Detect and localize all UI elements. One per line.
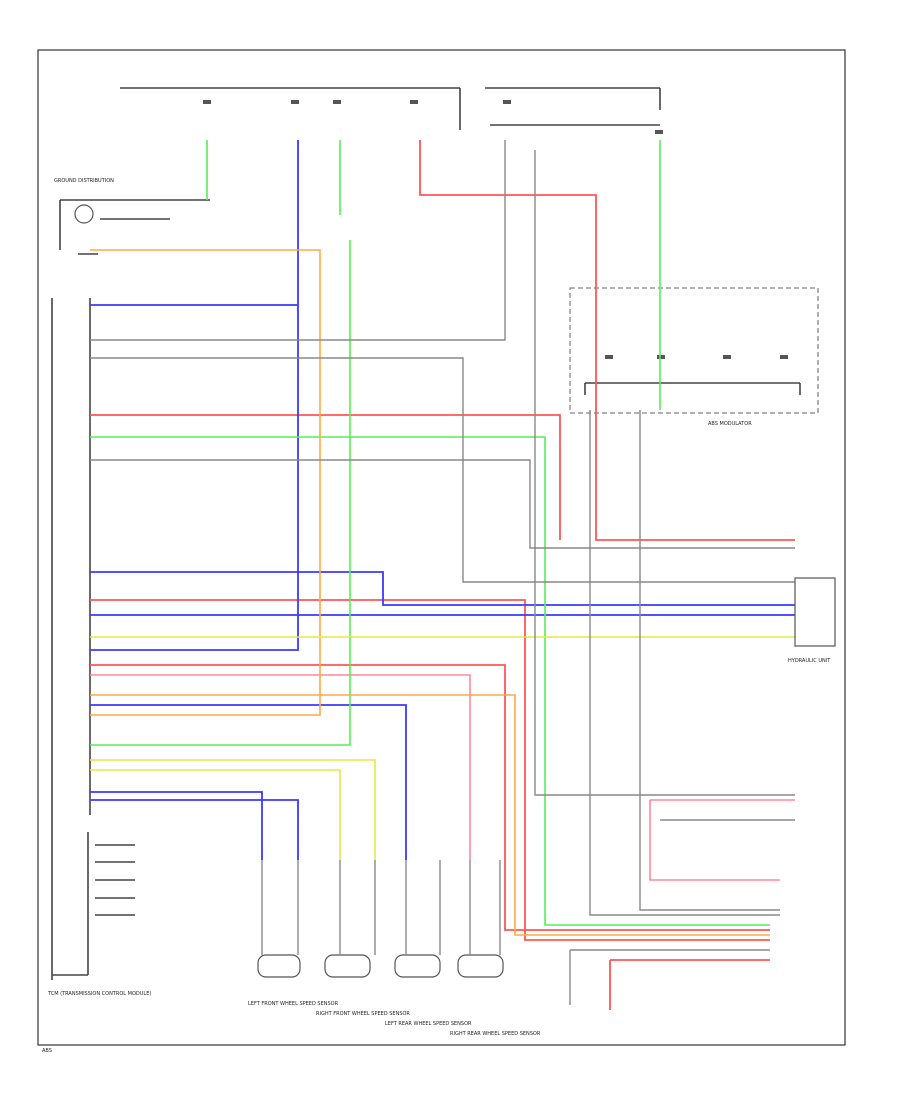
diagram-frame xyxy=(37,49,846,1046)
tcm-label: TCM (TRANSMISSION CONTROL MODULE) xyxy=(47,991,151,997)
hydraulic-unit-label: HYDRAULIC UNIT xyxy=(788,658,831,664)
wires-blue xyxy=(90,140,795,860)
tcm-block: TCM (TRANSMISSION CONTROL MODULE) xyxy=(47,298,151,997)
abs-modulator-label: ABS MODULATOR xyxy=(708,421,752,427)
right-rear-sensor-body xyxy=(457,954,504,978)
right-front-sensor-body xyxy=(324,954,371,978)
wheel-speed-sensors: LEFT FRONT WHEEL SPEED SENSOR RIGHT FRON… xyxy=(248,860,541,1037)
right-front-sensor-label: RIGHT FRONT WHEEL SPEED SENSOR xyxy=(316,1011,410,1017)
left-rear-sensor-body xyxy=(394,954,441,978)
abs-hydraulic-connector: HYDRAULIC UNIT xyxy=(788,577,836,664)
ground-distribution: GROUND DISTRIBUTION xyxy=(54,178,210,255)
abs-module-box: ABS MODULATOR xyxy=(569,287,819,427)
top-fuse-area xyxy=(120,87,663,134)
left-front-sensor-label: LEFT FRONT WHEEL SPEED SENSOR xyxy=(248,1001,339,1007)
left-front-sensor-body xyxy=(257,954,301,978)
wires-orange-yellow xyxy=(90,249,795,936)
right-rear-sensor-label: RIGHT REAR WHEEL SPEED SENSOR xyxy=(450,1031,541,1037)
left-rear-sensor-label: LEFT REAR WHEEL SPEED SENSOR xyxy=(385,1021,472,1027)
wires-red xyxy=(90,140,795,1010)
wires-green xyxy=(90,140,770,926)
footer-code: ABS xyxy=(42,1048,52,1054)
wires-gray xyxy=(90,140,795,1005)
ground-distribution-label: GROUND DISTRIBUTION xyxy=(54,178,114,184)
